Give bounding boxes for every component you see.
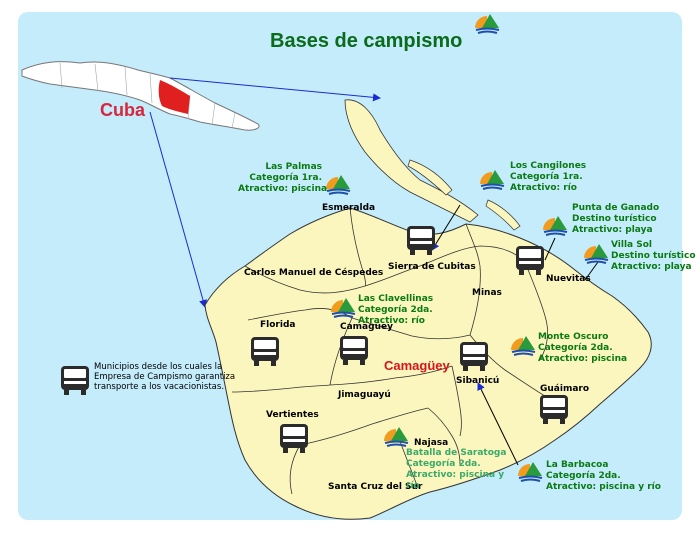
camp-las-palmas: Las Palmas Categoría 1ra. Atractivo: pis… xyxy=(238,162,328,194)
municipality-label: Guáimaro xyxy=(540,384,590,394)
municipality-label: Jimaguayú xyxy=(338,390,391,400)
municipality-label: Najasa xyxy=(414,438,449,448)
municipality-label: Santa Cruz del Sur xyxy=(328,482,423,492)
camp-punta-de-ganado: Punta de Ganado Destino turístico Atract… xyxy=(572,203,660,235)
camp-las-clavellinas: Las Clavellinas Categoría 2da. Atractivo… xyxy=(358,294,434,326)
municipality-label: Nuevitas xyxy=(546,274,591,284)
camp-monte-oscuro: Monte Oscuro Categoría 2da. Atractivo: p… xyxy=(538,332,628,364)
map-title: Bases de campismo xyxy=(270,30,463,52)
cuba-island xyxy=(21,61,260,131)
camaguey-highlight xyxy=(158,80,190,114)
camp-batalla-de-saratoga: Batalla de Saratoga Categoría 2da. Atrac… xyxy=(406,448,507,491)
camp-la-barbacoa: La Barbacoa Categoría 2da. Atractivo: pi… xyxy=(546,460,661,492)
municipality-label: Minas xyxy=(472,288,502,298)
legend-text: Municipios desde los cuales la Empresa d… xyxy=(94,362,236,392)
northern-cays xyxy=(344,99,479,223)
municipality-label: Vertientes xyxy=(266,410,319,420)
municipality-label: Carlos Manuel de Céspedes xyxy=(244,268,384,278)
municipality-label: Sierra de Cubitas xyxy=(388,262,476,272)
camp-los-cangilones: Los Cangilones Categoría 1ra. Atractivo:… xyxy=(510,161,587,193)
municipality-label: Camagüey xyxy=(340,322,393,332)
municipality-label: Esmeralda xyxy=(322,203,376,213)
camp-villa-sol: Villa Sol Destino turístico Atractivo: p… xyxy=(611,240,696,272)
cuba-internal-lines xyxy=(59,62,236,129)
country-label: Cuba xyxy=(100,100,145,120)
municipality-label: Sibanicú xyxy=(456,376,500,386)
province-label: Camagüey xyxy=(384,358,450,373)
municipality-label: Florida xyxy=(260,320,296,330)
